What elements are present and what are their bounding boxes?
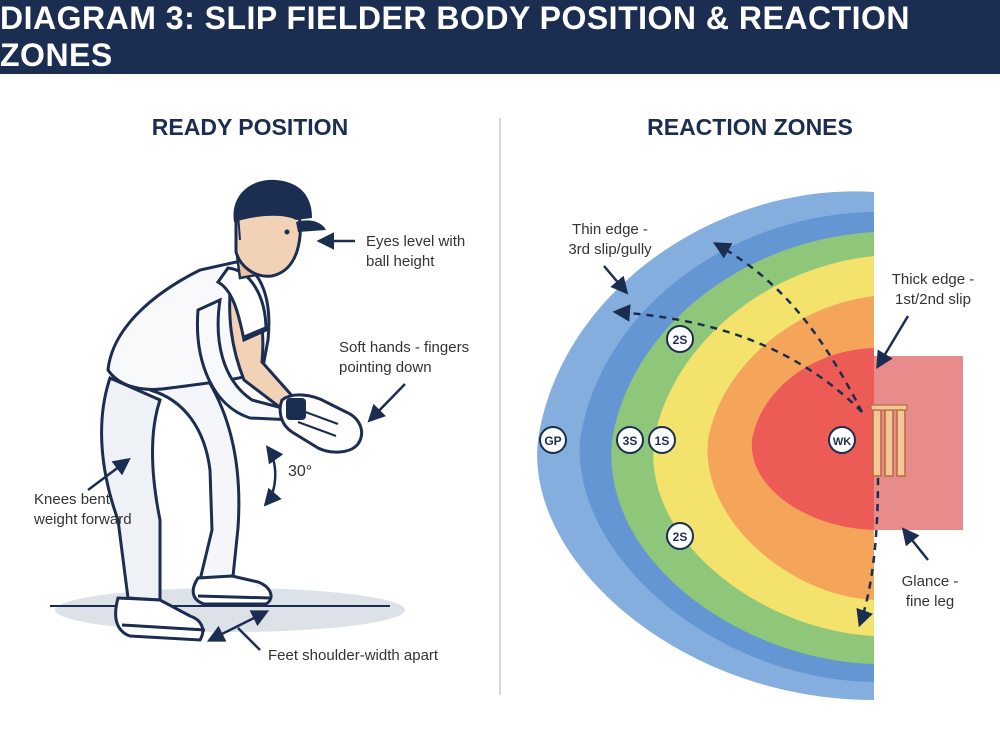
cap-brim [296, 220, 326, 232]
front-leg [149, 378, 241, 588]
fielder-2s-bottom-label: 2S [673, 530, 688, 544]
fielder-2s-top: 2S [666, 325, 694, 353]
fielder-wk: WK [828, 426, 856, 454]
front-shoe-sole [197, 594, 271, 600]
cap [233, 179, 312, 222]
reaction-zones-heading: REACTION ZONES [647, 114, 853, 140]
sleeve-stripe [243, 325, 269, 341]
fielder-1s-label: 1S [655, 434, 670, 448]
fielder-figure [50, 179, 405, 642]
fielder-2s-top-label: 2S [673, 333, 688, 347]
ready-position-heading: READY POSITION [151, 114, 349, 140]
reaction-zones: GP 3S 1S 2S 2S WK [537, 191, 963, 700]
fielder-3s: 3S [616, 426, 644, 454]
header-bar: DIAGRAM 3: SLIP FIELDER BODY POSITION & … [0, 0, 1000, 74]
front-shoe [191, 574, 273, 606]
glove-cuff [286, 398, 306, 420]
fielder-1s: 1S [648, 426, 676, 454]
fielder-wk-label: WK [833, 436, 851, 448]
back-leg [100, 375, 162, 602]
fielder-markers: GP 3S 1S 2S 2S WK [539, 325, 856, 550]
feet-width-arrow [206, 610, 270, 642]
ready-arrows [87, 232, 406, 651]
fielder-gp-label: GP [544, 434, 561, 448]
feet-leader [237, 627, 261, 651]
fielder-3s-label: 3S [623, 434, 638, 448]
glance-arrow [901, 527, 929, 561]
feet-label: Feet shoulder-width apart [268, 647, 439, 664]
fielder-gp: GP [539, 426, 567, 454]
hands-arrow [367, 383, 406, 423]
hands-label: Soft hands - fingers pointing down [339, 339, 470, 376]
diagram-title: DIAGRAM 3: SLIP FIELDER BODY POSITION & … [0, 0, 910, 73]
glove-fingers [297, 409, 339, 437]
back-shoe-sole [121, 623, 206, 632]
thick-edge-path [712, 242, 864, 413]
glance-label: Glance - fine leg [901, 573, 959, 610]
eye [284, 229, 290, 235]
thick-edge-label: Thick edge - 1st/2nd slip [891, 271, 975, 308]
stumps [870, 404, 908, 477]
pitch-strip [870, 356, 963, 530]
thin-edge-path [612, 304, 863, 413]
eyes-label: Eyes level with ball height [366, 233, 466, 270]
angle-label: 30° [288, 463, 313, 480]
knees-arrow [87, 457, 131, 491]
knees-label: Knees bent, weight forward [34, 491, 132, 528]
glance-path [856, 477, 880, 628]
thin-edge-label: Thin edge - 3rd slip/gully [568, 221, 652, 258]
fielder-2s-bottom: 2S [666, 522, 694, 550]
angle-arc [263, 445, 284, 507]
back-arm [195, 297, 297, 422]
thick-edge-arrow [876, 315, 910, 370]
thin-edge-arrow [603, 265, 629, 295]
